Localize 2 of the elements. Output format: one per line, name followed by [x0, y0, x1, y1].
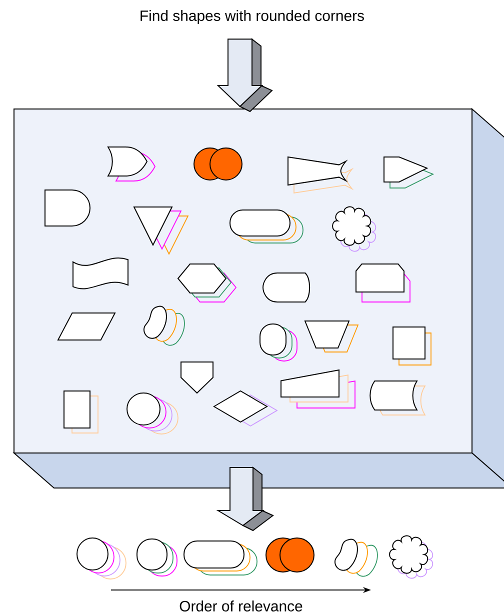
axis-label: Order of relevance [180, 600, 302, 612]
heading-text: Find shapes with rounded corners [140, 10, 364, 24]
